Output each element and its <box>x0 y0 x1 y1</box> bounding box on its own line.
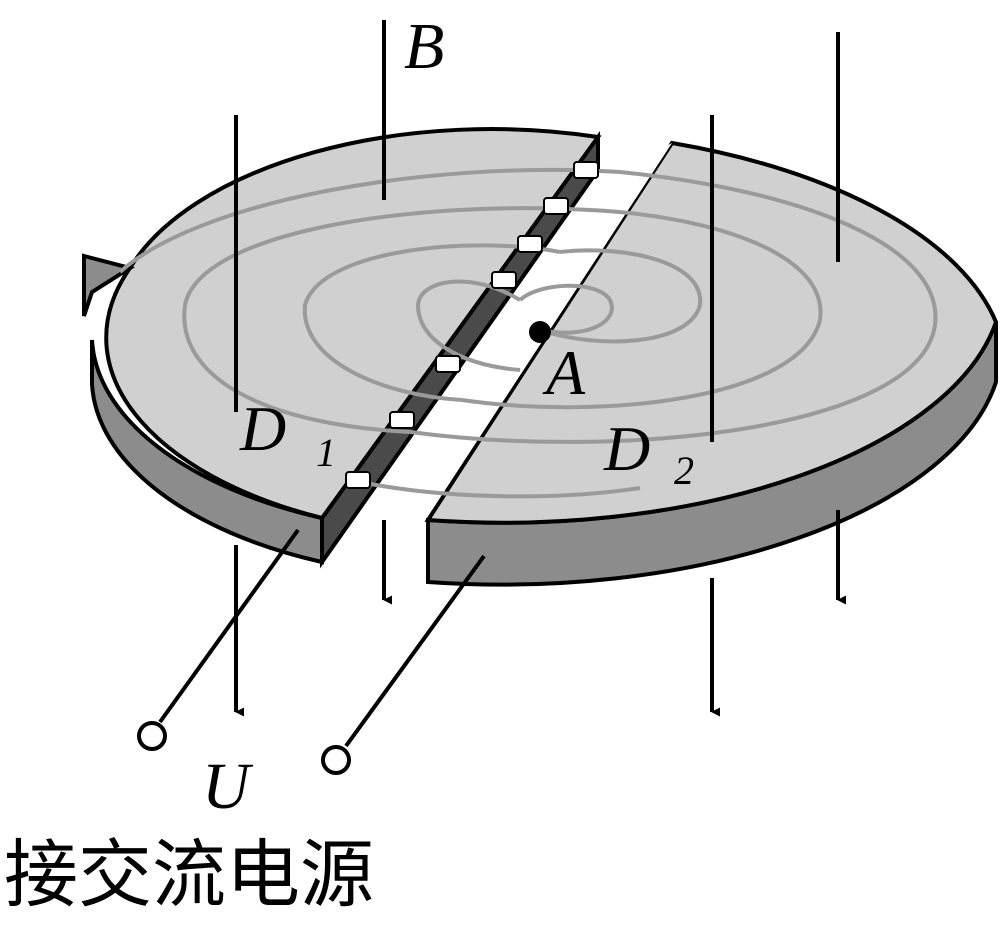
terminal-left <box>137 721 167 751</box>
gap-electrodes <box>345 161 599 489</box>
terminal-right <box>321 745 351 775</box>
label-u: U <box>202 750 254 823</box>
center-point <box>529 321 551 343</box>
terminal-leads <box>137 528 486 775</box>
label-a: A <box>542 337 586 408</box>
dee-d1-notch <box>82 253 135 317</box>
caption-power-source: 接交流电源 <box>4 832 374 918</box>
label-d2: D <box>603 413 650 484</box>
label-d1: D <box>239 393 286 464</box>
magnetic-field-lines <box>234 20 847 717</box>
label-d1-sub: 1 <box>316 430 336 475</box>
label-b: B <box>404 10 444 83</box>
particle-spiral <box>118 167 938 499</box>
label-d2-sub: 2 <box>674 448 694 493</box>
